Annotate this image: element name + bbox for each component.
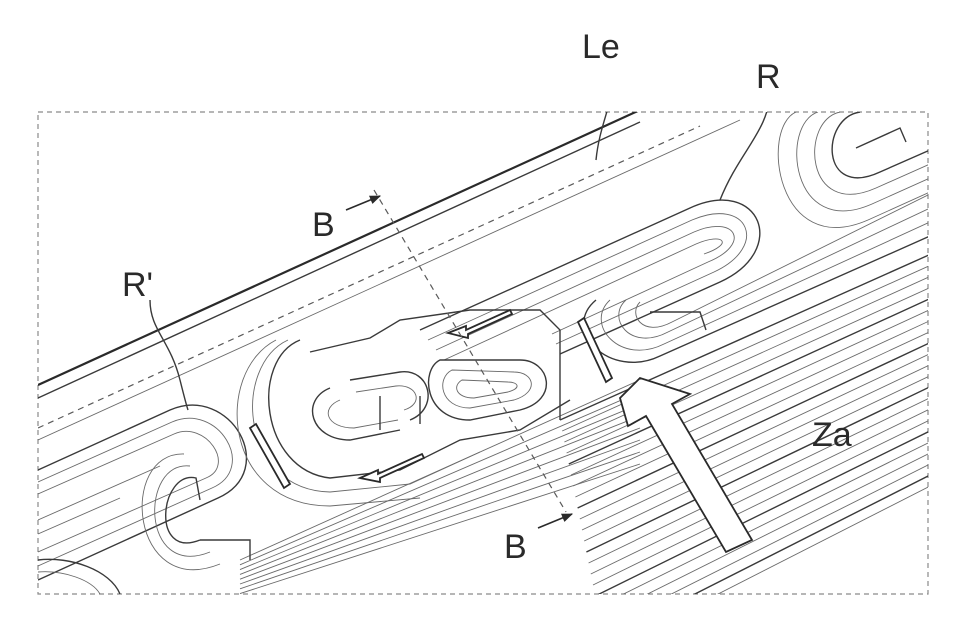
label-b-top: B [312, 206, 335, 244]
channel-line [562, 261, 940, 431]
channel-line [240, 452, 640, 589]
flow-arrows [250, 310, 612, 488]
label-r-prime: R' [122, 266, 153, 304]
channel-line [240, 404, 640, 570]
label-r: R [756, 58, 781, 96]
channel-line [606, 481, 940, 635]
label-za: Za [812, 416, 852, 454]
flow-arrow-icon [578, 318, 612, 382]
section-arrow-icon [346, 196, 380, 210]
channel-line [240, 392, 640, 565]
label-le: Le [582, 28, 620, 66]
channel-line [560, 250, 940, 420]
turnaround-r [420, 194, 930, 362]
figure-frame [38, 112, 928, 594]
channel-line [240, 464, 640, 594]
flow-arrow-icon [360, 454, 424, 482]
channel-line [604, 470, 940, 635]
turnaround-r-prime [38, 405, 250, 594]
channel-line [564, 272, 940, 442]
top-right-bend [778, 112, 930, 228]
flow-arrow-icon [448, 310, 512, 338]
section-arrow-icon [538, 514, 572, 528]
channel-line [240, 440, 640, 584]
channel-line [569, 294, 940, 464]
flow-arrow-icon [250, 424, 290, 488]
central-s-cluster [237, 310, 570, 506]
label-b-bottom: B [504, 528, 527, 566]
plate-drawing [38, 60, 940, 635]
channel-line [567, 283, 940, 453]
